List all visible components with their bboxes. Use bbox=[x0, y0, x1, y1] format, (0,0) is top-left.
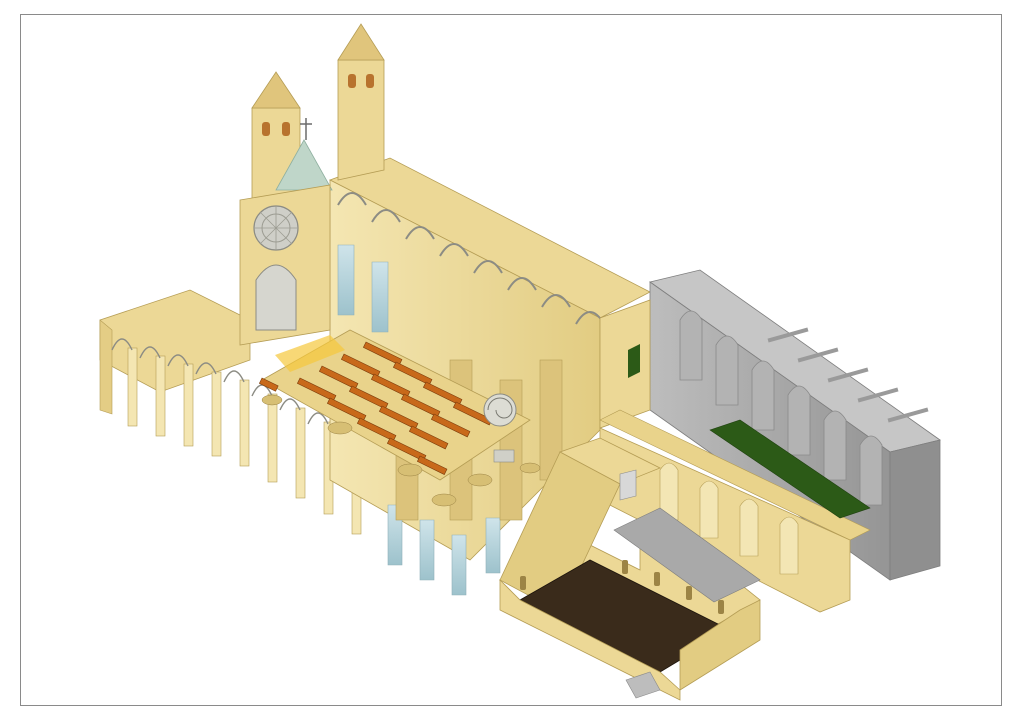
roof-beams bbox=[767, 327, 929, 423]
lower-hall bbox=[498, 437, 761, 701]
sheet-border bbox=[20, 14, 1002, 706]
cross-icon bbox=[300, 118, 312, 140]
west-towers bbox=[239, 23, 385, 346]
rose-window-icon bbox=[253, 205, 299, 251]
spiral-stair-icon bbox=[483, 393, 517, 427]
floor-plan-cut bbox=[258, 329, 541, 507]
east-wing bbox=[599, 269, 941, 613]
bell-icon bbox=[262, 74, 374, 136]
pews bbox=[258, 341, 493, 475]
